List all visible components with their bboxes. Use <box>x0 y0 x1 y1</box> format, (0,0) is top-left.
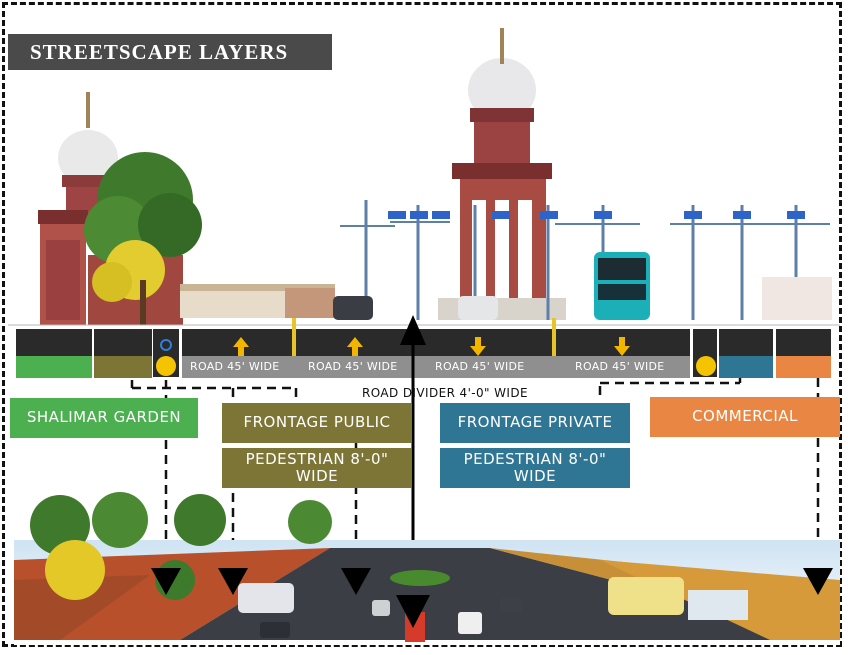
zone-commercial: COMMERCIAL <box>650 397 840 437</box>
road-label-1: ROAD 45' WIDE <box>190 360 280 373</box>
perspective-render <box>14 492 840 645</box>
divider-arrow-up <box>400 315 426 345</box>
road-label-4: ROAD 45' WIDE <box>575 360 665 373</box>
solar-panels <box>388 211 805 219</box>
garden-pavilion <box>180 284 335 318</box>
road-label-2: ROAD 45' WIDE <box>308 360 398 373</box>
road-label-3: ROAD 45' WIDE <box>435 360 525 373</box>
zone-frontage-public: FRONTAGE PUBLIC <box>222 403 412 443</box>
divider-label: ROAD DIVIDER 4'-0" WIDE <box>362 386 528 400</box>
section-strip <box>16 318 831 378</box>
bottom-arrows <box>151 568 833 628</box>
zone-frontage-private: FRONTAGE PRIVATE <box>440 403 630 443</box>
zone-pedestrian-public: PEDESTRIAN 8'-0" WIDE <box>222 448 412 488</box>
car-elevation <box>458 296 498 320</box>
commercial-building <box>762 277 832 320</box>
left-minaret <box>38 92 118 325</box>
left-trees <box>84 152 202 325</box>
zone-pedestrian-private: PEDESTRIAN 8'-0" WIDE <box>440 448 630 488</box>
dashed-frame <box>2 2 842 647</box>
lane-arrows <box>233 337 630 356</box>
car-elevation <box>333 296 373 320</box>
bus-elevation <box>594 252 650 320</box>
zone-shalimar-garden: SHALIMAR GARDEN <box>10 398 198 438</box>
page-title: STREETSCAPE LAYERS <box>8 34 332 70</box>
